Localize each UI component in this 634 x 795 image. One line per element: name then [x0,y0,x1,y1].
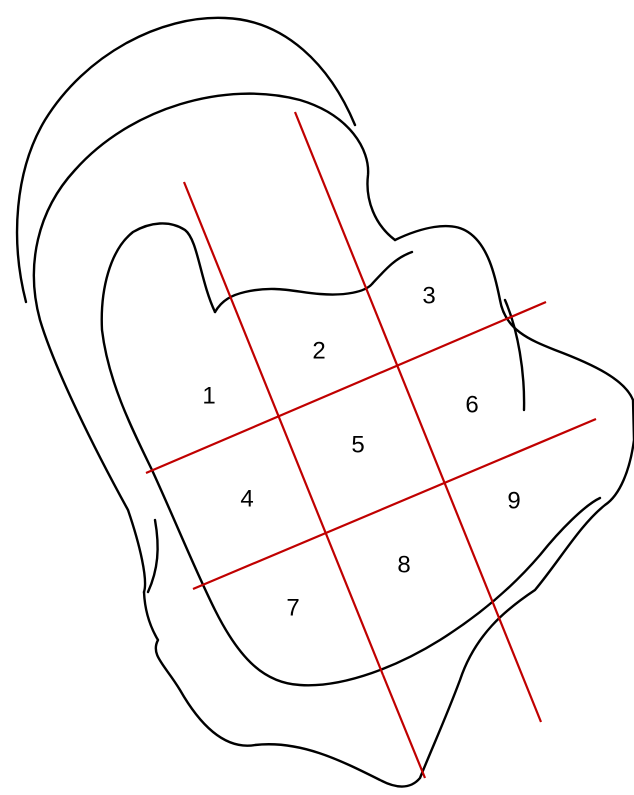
zone-label-5: 5 [351,431,364,458]
zone-label-1: 1 [202,382,215,409]
zone-label-2: 2 [312,337,325,364]
zone-label-4: 4 [240,485,253,512]
inner-region-top-outline [215,252,412,312]
inner-rim-outline [34,94,395,592]
outer-rim-outline [17,18,355,302]
zone-label-8: 8 [397,551,410,578]
left-edge-stroke [148,520,158,592]
grid-line-vertical-right [295,112,541,722]
zone-label-3: 3 [422,282,435,309]
zone-label-6: 6 [465,391,478,418]
grid-line-vertical-left-lower [383,675,425,778]
zone-label-9: 9 [507,487,520,514]
zone-label-7: 7 [286,594,299,621]
